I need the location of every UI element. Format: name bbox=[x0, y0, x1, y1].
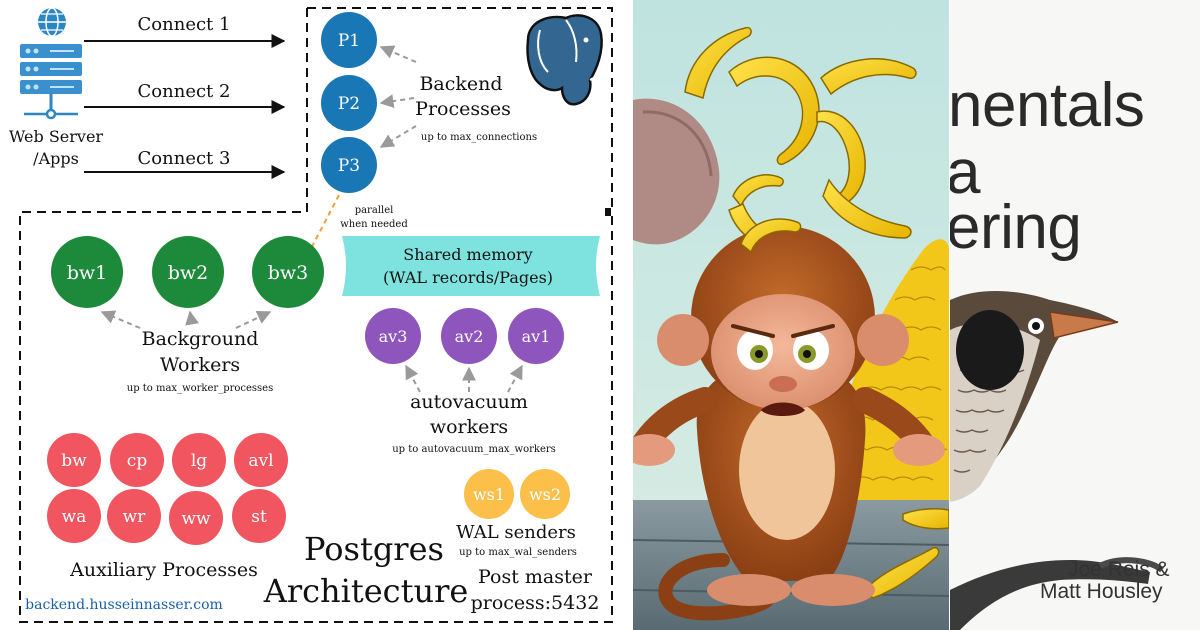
web-server-icon bbox=[20, 7, 82, 120]
auxiliary-process-node: bw bbox=[47, 433, 101, 487]
bird-illustration bbox=[950, 290, 1164, 630]
diagram-title-2: Architecture bbox=[263, 572, 469, 610]
book-author-line-2: Matt Housley bbox=[1040, 580, 1163, 603]
svg-text:st: st bbox=[251, 507, 267, 527]
monkey-icon bbox=[633, 218, 945, 621]
svg-text:lg: lg bbox=[191, 451, 207, 471]
autovacuum-worker-node: av2 bbox=[441, 308, 497, 364]
connect-label: Connect 1 bbox=[138, 14, 231, 35]
svg-text:bw3: bw3 bbox=[268, 262, 309, 284]
svg-text:bw2: bw2 bbox=[168, 262, 209, 284]
postgres-architecture-diagram: Web Server /Apps Connect 1 Connect 2 Con… bbox=[8, 7, 613, 623]
svg-text:cp: cp bbox=[127, 451, 148, 471]
svg-text:P1: P1 bbox=[338, 31, 360, 51]
auxiliary-process-node: avl bbox=[234, 433, 288, 487]
book-title-line-3: ering bbox=[950, 193, 1082, 262]
backend-limit: up to max_connections bbox=[421, 132, 537, 143]
background-worker-node: bw3 bbox=[252, 236, 324, 308]
svg-text:av3: av3 bbox=[379, 327, 408, 346]
parallel-label-2: when needed bbox=[340, 219, 408, 230]
website-link[interactable]: backend.husseinnasser.com bbox=[25, 597, 223, 613]
svg-text:Shared memory: Shared memory bbox=[403, 245, 532, 264]
book-author-line-1: Joe Reis & bbox=[1068, 558, 1170, 581]
background-workers-label: Background bbox=[142, 328, 259, 350]
svg-text:bw1: bw1 bbox=[67, 262, 108, 284]
monkey-banana-illustration bbox=[633, 0, 949, 630]
diagram-canvas: Web Server /Apps Connect 1 Connect 2 Con… bbox=[9, 7, 613, 623]
wal-sender-node: ws1 bbox=[464, 469, 514, 519]
background-worker-node: bw2 bbox=[152, 236, 224, 308]
auxiliary-label: Auxiliary Processes bbox=[69, 559, 258, 581]
autovacuum-label-2: workers bbox=[430, 416, 508, 438]
backend-label-2: Processes bbox=[415, 98, 511, 120]
svg-text:bw: bw bbox=[61, 451, 87, 471]
postmaster-label: Post master bbox=[478, 566, 593, 588]
postgres-logo-icon bbox=[526, 14, 605, 106]
postmaster-label-2: process:5432 bbox=[471, 592, 600, 614]
auxiliary-process-node: st bbox=[232, 489, 286, 543]
svg-text:ws1: ws1 bbox=[473, 485, 505, 504]
backend-process-node: P1 bbox=[321, 12, 377, 68]
svg-text:ww: ww bbox=[181, 509, 211, 529]
svg-text:av1: av1 bbox=[522, 327, 551, 346]
diagram-title: Postgres bbox=[304, 530, 444, 568]
svg-text:(WAL records/Pages): (WAL records/Pages) bbox=[383, 268, 553, 287]
svg-text:P2: P2 bbox=[338, 94, 360, 114]
background-workers-limit: up to max_worker_processes bbox=[127, 383, 273, 394]
svg-text:P3: P3 bbox=[338, 156, 360, 176]
svg-text:wr: wr bbox=[123, 507, 147, 527]
wal-senders-label: WAL senders bbox=[456, 522, 576, 543]
background-workers-label-2: Workers bbox=[160, 354, 240, 376]
book-cover: nentals a ering Joe Reis & Matt Housley bbox=[950, 0, 1200, 630]
backend-process-node: P3 bbox=[321, 137, 377, 193]
auxiliary-process-node: cp bbox=[110, 433, 164, 487]
autovacuum-label: autovacuum bbox=[410, 391, 528, 413]
wal-senders-limit: up to max_wal_senders bbox=[459, 547, 577, 558]
svg-text:av2: av2 bbox=[455, 327, 484, 346]
backend-label: Backend bbox=[419, 73, 502, 95]
svg-text:wa: wa bbox=[62, 507, 87, 527]
autovacuum-worker-node: av3 bbox=[365, 308, 421, 364]
backend-process-node: P2 bbox=[321, 75, 377, 131]
auxiliary-process-node: wr bbox=[107, 489, 161, 543]
connect-label: Connect 2 bbox=[138, 81, 231, 102]
svg-text:ws2: ws2 bbox=[529, 485, 561, 504]
autovacuum-worker-node: av1 bbox=[508, 308, 564, 364]
shared-memory-box: Shared memory (WAL records/Pages) bbox=[342, 236, 600, 296]
monkey-canvas bbox=[633, 0, 949, 630]
auxiliary-process-node: ww bbox=[169, 491, 223, 545]
wal-sender-node: ws2 bbox=[520, 469, 570, 519]
parallel-arrow bbox=[303, 194, 340, 264]
autovacuum-limit: up to autovacuum_max_workers bbox=[392, 444, 556, 455]
svg-text:avl: avl bbox=[248, 451, 273, 471]
connect-label: Connect 3 bbox=[138, 148, 231, 169]
postmaster-boundary bbox=[19, 7, 613, 623]
parallel-label: parallel bbox=[355, 205, 394, 216]
book-title-line-1: nentals bbox=[950, 71, 1145, 140]
auxiliary-process-node: wa bbox=[47, 489, 101, 543]
web-server-label-2: /Apps bbox=[33, 149, 79, 168]
web-server-label: Web Server bbox=[9, 127, 104, 146]
auxiliary-process-node: lg bbox=[172, 433, 226, 487]
background-worker-node: bw1 bbox=[51, 236, 123, 308]
book-title-line-2: a bbox=[950, 138, 980, 207]
